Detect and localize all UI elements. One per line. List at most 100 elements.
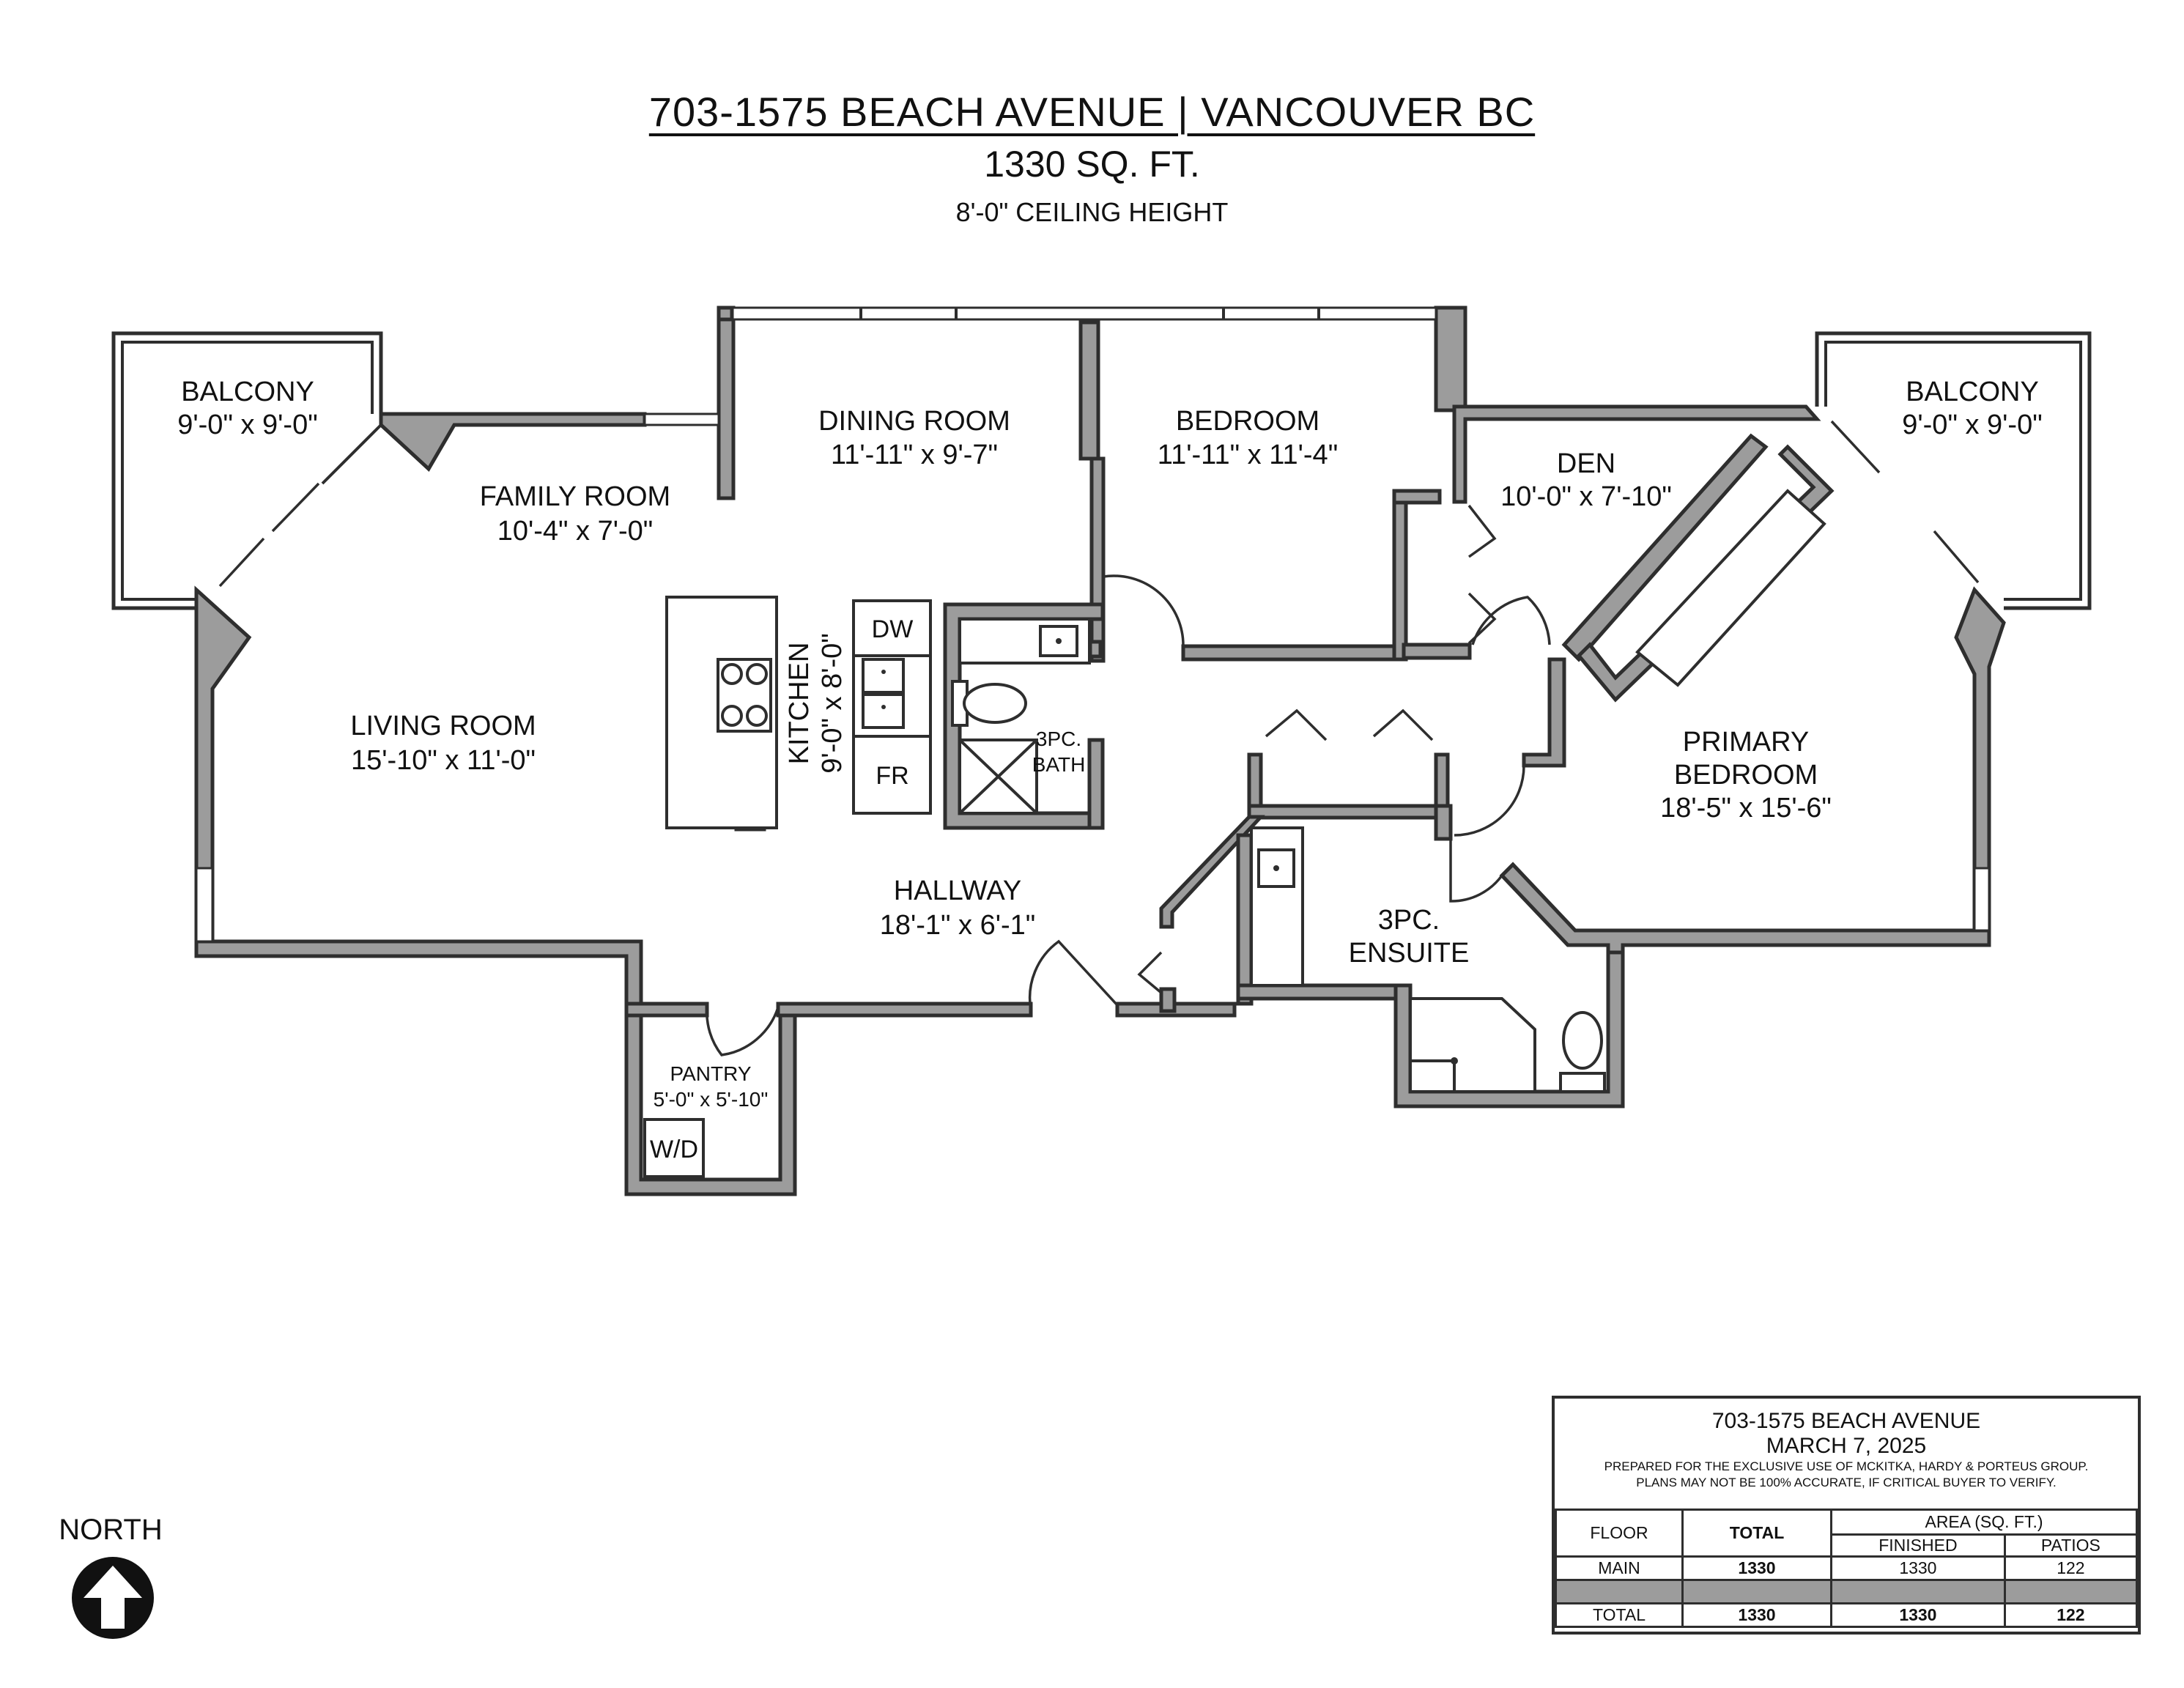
- wall-segment: [717, 306, 734, 322]
- wall-segment: [1392, 489, 1442, 505]
- ensuite-fixtures: [1250, 826, 1606, 1093]
- col-finished-header: FINISHED: [1830, 1533, 2006, 1558]
- cooktop-icon: [717, 658, 772, 733]
- wall-segment: [1159, 987, 1177, 1013]
- wall-segment: [1499, 862, 1991, 955]
- kitchen-size: 9'-0" x 8'-0": [817, 633, 848, 773]
- ceiling-height: 8'-0" CEILING HEIGHT: [955, 197, 1229, 227]
- ensuite-name-2: ENSUITE: [1349, 938, 1470, 969]
- wall-segment: [1087, 738, 1105, 830]
- col-area-header: AREA (SQ. FT.): [1830, 1509, 2138, 1536]
- living-room-size: 15'-10" x 11'-0": [351, 745, 536, 776]
- title-block-date: MARCH 7, 2025: [1766, 1434, 1927, 1458]
- bedroom-name: BEDROOM: [1176, 406, 1319, 437]
- wall-segment: [1522, 657, 1566, 768]
- row-finished: 1330: [1830, 1602, 2006, 1628]
- window-living: [195, 867, 214, 943]
- kitchen-name: KITCHEN: [784, 643, 815, 765]
- primary-bedroom-name-2: BEDROOM: [1674, 760, 1818, 791]
- door-den: [1471, 596, 1551, 645]
- bath-name-2: BATH: [1032, 753, 1086, 776]
- wall-segment: [1247, 804, 1445, 820]
- hallway-name: HALLWAY: [894, 876, 1022, 906]
- doors: [706, 504, 1551, 1056]
- title-block-header: 703-1575 BEACH AVENUE MARCH 7, 2025 PREP…: [1555, 1399, 2138, 1504]
- compass: NORTH: [56, 1514, 166, 1644]
- dining-room-name: DINING ROOM: [818, 406, 1010, 437]
- north-label: NORTH: [59, 1514, 163, 1546]
- den-name: DEN: [1557, 448, 1615, 479]
- wall-segment: [717, 306, 736, 500]
- row-patios: 122: [2003, 1602, 2139, 1628]
- balcony-west-name: BALCONY: [181, 377, 314, 407]
- windows: [195, 306, 1991, 943]
- wall-segment: [776, 1002, 1033, 1018]
- wall-segment: [624, 1002, 709, 1018]
- title-block-address: 703-1575 BEACH AVENUE: [1711, 1409, 1981, 1433]
- den-size: 10'-0" x 7'-10": [1500, 481, 1672, 512]
- title-block-note: PREPARED FOR THE EXCLUSIVE USE OF MCKITK…: [1604, 1459, 2089, 1473]
- table-row: TOTAL 1330 1330 122: [1555, 1602, 2139, 1628]
- balcony-east-name: BALCONY: [1906, 377, 2039, 407]
- window-north: [731, 306, 1437, 321]
- plan-title: 703-1575 BEACH AVENUE | VANCOUVER BC: [648, 89, 1536, 135]
- plan-header: 703-1575 BEACH AVENUE | VANCOUVER BC 133…: [0, 88, 2184, 228]
- title-block: 703-1575 BEACH AVENUE MARCH 7, 2025 PREP…: [1552, 1396, 2141, 1635]
- family-room-name: FAMILY ROOM: [480, 481, 670, 512]
- door-pantry: [706, 1007, 780, 1056]
- wall-segment: [1236, 833, 1254, 1006]
- wall-segment: [1392, 489, 1408, 662]
- wall-segment: [1181, 644, 1402, 662]
- total-area: 1330 SQ. FT.: [984, 144, 1200, 185]
- door-entry: [1028, 939, 1119, 1010]
- wall-segment: [1434, 804, 1453, 841]
- balcony-west-size: 9'-0" x 9'-0": [177, 410, 317, 440]
- pantry-size: 5'-0" x 5'-10": [654, 1088, 769, 1111]
- row-floor: TOTAL: [1555, 1602, 1684, 1628]
- kitchen-counter: [852, 599, 932, 815]
- wall-segment: [1402, 643, 1472, 660]
- row-patios: 122: [2003, 1555, 2139, 1581]
- col-total-header: TOTAL: [1681, 1509, 1832, 1558]
- table-row-spacer: [1555, 1579, 2139, 1604]
- window-primary: [1973, 867, 1991, 932]
- wall-segment: [1089, 456, 1106, 663]
- shower-icon: [1409, 997, 1536, 1093]
- fridge: [852, 735, 932, 815]
- wall-segment: [1452, 404, 1821, 504]
- washer-dryer-label: W/D: [650, 1136, 698, 1163]
- wall-segment: [1434, 306, 1467, 412]
- toilet-icon: [963, 683, 1027, 724]
- primary-bedroom-name: PRIMARY: [1683, 727, 1809, 758]
- dishwasher-label: DW: [872, 615, 914, 643]
- sink-bowl-icon: [862, 658, 905, 694]
- window-family: [643, 412, 720, 426]
- north-arrow-icon: [72, 1557, 154, 1639]
- wall-segment: [1159, 815, 1265, 929]
- living-room-name: LIVING ROOM: [350, 711, 536, 741]
- wall-segment: [1236, 983, 1413, 1001]
- family-room-size: 10'-4" x 7'-0": [497, 516, 654, 547]
- area-table: FLOOR TOTAL AREA (SQ. FT.) FINISHED PATI…: [1555, 1509, 2139, 1628]
- row-finished: 1330: [1830, 1555, 2006, 1581]
- sink-bowl-icon: [862, 693, 905, 729]
- balcony-east-size: 9'-0" x 9'-0": [1902, 410, 2042, 440]
- door-closet-a: [1265, 708, 1328, 741]
- balcony-west: [111, 331, 383, 610]
- wall-segment: [1078, 320, 1100, 461]
- wall-segment: [194, 939, 643, 1013]
- door-ensuite: [1449, 839, 1503, 903]
- primary-bedroom-size: 18'-5" x 15'-6": [1660, 793, 1832, 823]
- row-total: 1330: [1681, 1555, 1832, 1581]
- door-primary: [1454, 765, 1525, 837]
- title-block-disclaimer: PLANS MAY NOT BE 100% ACCURATE, IF CRITI…: [1636, 1476, 2057, 1489]
- door-closet-b: [1372, 708, 1434, 741]
- wall-segment: [1088, 640, 1103, 659]
- hallway-size: 18'-1" x 6'-1": [880, 910, 1036, 941]
- col-floor-header: FLOOR: [1555, 1509, 1684, 1558]
- toilet-tank: [1559, 1072, 1606, 1093]
- bedroom-size: 11'-11" x 11'-4": [1158, 440, 1338, 470]
- wall-segment: [379, 412, 647, 472]
- dishwasher: [852, 599, 932, 657]
